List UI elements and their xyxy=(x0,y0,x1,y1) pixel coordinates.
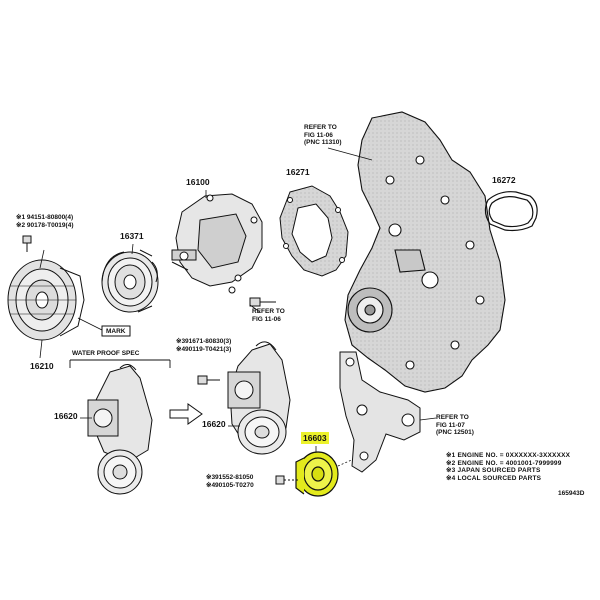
legend-line-2: ※2 ENGINE NO. = 4001001-7999999 xyxy=(446,459,562,467)
refer-right-line-1: REFER TO xyxy=(436,414,469,421)
gasket-16272 xyxy=(484,191,538,232)
engine-legend: ※1 ENGINE NO. = 0XXXXXX-3XXXXXX ※2 ENGIN… xyxy=(446,452,570,482)
pulley-bolt-note-line-2: ※490105-T0270 xyxy=(206,481,254,489)
fan-bolt-note-line-1: ※1 94151-80800(4) xyxy=(16,214,74,221)
pulley-bolt-note-line-1: ※391552-81050 xyxy=(206,474,254,481)
part-number-16271: 16271 xyxy=(286,167,310,177)
idler-pulley-16603 xyxy=(295,451,339,497)
refer-right-line-3: (PNC 12501) xyxy=(436,429,474,436)
water-proof-spec-label: WATER PROOF SPEC xyxy=(72,350,140,357)
pulley-16371 xyxy=(101,249,159,313)
gasket-16271 xyxy=(279,185,349,277)
bracket xyxy=(339,351,421,473)
refer-mid-line-1: REFER TO xyxy=(252,308,285,315)
part-number-16620-right: 16620 xyxy=(202,419,226,429)
fan-bolt-note: ※1 94151-80800(4) ※2 90178-T0019(4) xyxy=(16,214,73,229)
part-number-16272: 16272 xyxy=(492,175,516,185)
legend-line-4: ※4 LOCAL SOURCED PARTS xyxy=(446,474,542,482)
bolt-tensioner xyxy=(197,375,220,385)
tensioner-right xyxy=(227,341,291,455)
part-number-16210: 16210 xyxy=(30,361,54,371)
tensioner-bolt-note: ※391671-80830(3) ※490119-T0421(3) xyxy=(176,338,231,353)
water-pump-16100 xyxy=(171,193,263,294)
legend-line-3: ※3 JAPAN SOURCED PARTS xyxy=(446,467,541,474)
mark-label: MARK xyxy=(106,328,126,335)
refer-right-line-2: FIG 11-07 xyxy=(436,421,465,429)
refer-mid-line-2: FIG 11-06 xyxy=(252,315,281,323)
pulley-bolt-note: ※391552-81050 ※490105-T0270 xyxy=(206,474,254,489)
part-number-16371: 16371 xyxy=(120,231,144,241)
refer-mid-label: REFER TO FIG 11-06 xyxy=(252,308,285,323)
fan-bolt-note-line-2: ※2 90178-T0019(4) xyxy=(16,221,74,229)
bolt-pulley xyxy=(275,475,298,485)
refer-top-label: REFER TO FIG 11-06 (PNC 11310) xyxy=(304,124,342,147)
mark-box xyxy=(101,325,131,337)
legend-line-1: ※1 ENGINE NO. = 0XXXXXX-3XXXXXX xyxy=(446,452,571,459)
tensioner-left xyxy=(87,364,153,495)
part-number-16620-left: 16620 xyxy=(54,411,78,421)
water-proof-bracket xyxy=(69,359,171,368)
refer-top-line-1: REFER TO xyxy=(304,124,337,131)
part-number-16603: 16603 xyxy=(303,433,327,443)
bolt-pump xyxy=(249,297,276,307)
refer-top-line-2: FIG 11-06 xyxy=(304,131,333,139)
timing-cover-casting xyxy=(344,111,506,393)
part-number-highlight xyxy=(301,432,329,444)
refer-right-label: REFER TO FIG 11-07 (PNC 12501) xyxy=(436,414,474,437)
fan-clutch-16210 xyxy=(7,259,85,341)
refer-top-line-3: (PNC 11310) xyxy=(304,139,342,146)
part-number-16100: 16100 xyxy=(186,177,210,187)
tensioner-bolt-note-line-2: ※490119-T0421(3) xyxy=(176,345,232,353)
tensioner-bolt-note-line-1: ※391671-80830(3) xyxy=(176,338,232,345)
fan-bolt xyxy=(22,235,32,252)
direction-arrow xyxy=(169,403,203,425)
figure-id: 165943D xyxy=(558,490,585,497)
